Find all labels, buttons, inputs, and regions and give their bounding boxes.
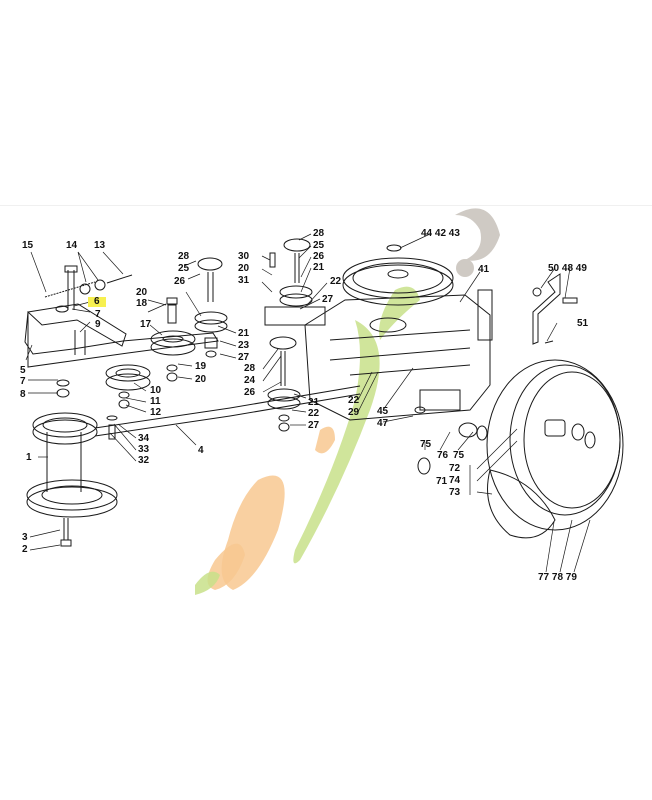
- part-label-20[interactable]: 20: [238, 263, 250, 274]
- part-label-32[interactable]: 32: [138, 455, 150, 466]
- part-label-20[interactable]: 20: [195, 374, 207, 385]
- part-label-22[interactable]: 22: [330, 276, 342, 287]
- part-label-14[interactable]: 14: [66, 240, 78, 251]
- part-label-27[interactable]: 27: [322, 294, 334, 305]
- part-label-26[interactable]: 26: [313, 251, 325, 262]
- main-pulley: [26, 412, 118, 547]
- part-label-72[interactable]: 72: [449, 463, 461, 474]
- part-label-47[interactable]: 47: [377, 418, 389, 429]
- part-label-25[interactable]: 25: [313, 240, 325, 251]
- idler-bracket: [24, 265, 219, 398]
- part-label-15[interactable]: 15: [22, 240, 34, 251]
- part-label-22[interactable]: 22: [348, 395, 360, 406]
- part-label-24[interactable]: 24: [244, 375, 256, 386]
- part-label-20[interactable]: 20: [136, 287, 148, 298]
- part-label-11[interactable]: 11: [150, 396, 161, 407]
- part-label-71[interactable]: 71: [436, 476, 448, 487]
- part-label-10[interactable]: 10: [150, 385, 162, 396]
- idler-pulley-10: [105, 364, 151, 409]
- part-label-21[interactable]: 21: [313, 262, 325, 273]
- part-label-7[interactable]: 7: [20, 376, 26, 387]
- part-label-19[interactable]: 19: [195, 361, 207, 372]
- part-label-23[interactable]: 23: [238, 340, 250, 351]
- part-label-6-highlighted[interactable]: 6: [88, 297, 106, 307]
- part-label-21[interactable]: 21: [308, 397, 320, 408]
- rear-wheel: [417, 359, 624, 539]
- part-label-3[interactable]: 3: [22, 532, 28, 543]
- wheel-bracket: [532, 273, 578, 345]
- idler-pulley-21-lower: [267, 336, 301, 432]
- part-label-26[interactable]: 26: [244, 387, 256, 398]
- part-label-51[interactable]: 51: [577, 318, 589, 329]
- part-label-27[interactable]: 27: [308, 420, 320, 431]
- part-label-21[interactable]: 21: [238, 328, 250, 339]
- part-label-7[interactable]: 7: [95, 309, 101, 320]
- part-label-17[interactable]: 17: [140, 319, 152, 330]
- part-label-9[interactable]: 9: [95, 319, 101, 330]
- part-label-34[interactable]: 34: [138, 433, 150, 444]
- part-label-45[interactable]: 45: [377, 406, 389, 417]
- part-label-76[interactable]: 76: [437, 450, 449, 461]
- part-label-50-48-49[interactable]: 50 48 49: [548, 263, 587, 274]
- part-label-29[interactable]: 29: [348, 407, 360, 418]
- part-label-74[interactable]: 74: [449, 475, 461, 486]
- part-label-44-42-43[interactable]: 44 42 43: [421, 228, 460, 239]
- part-label-75[interactable]: 75: [420, 439, 432, 450]
- part-label-73[interactable]: 73: [449, 487, 461, 498]
- belt-guide-32: [106, 415, 118, 440]
- part-label-33[interactable]: 33: [138, 444, 150, 455]
- part-label-77-78-79[interactable]: 77 78 79: [538, 572, 577, 583]
- part-label-4[interactable]: 4: [198, 445, 204, 456]
- idler-pulley-21-upper: [194, 257, 228, 358]
- idler-pulley-17: [150, 297, 196, 382]
- leader-lines: [25, 233, 591, 573]
- transaxle: [304, 244, 493, 421]
- idler-pulley-21-center: [264, 238, 326, 326]
- part-label-41[interactable]: 41: [478, 264, 490, 275]
- part-label-27[interactable]: 27: [238, 352, 250, 363]
- part-label-25[interactable]: 25: [178, 263, 190, 274]
- part-label-28[interactable]: 28: [313, 228, 325, 239]
- part-label-26[interactable]: 26: [174, 276, 186, 287]
- part-label-8[interactable]: 8: [20, 389, 26, 400]
- part-label-30[interactable]: 30: [238, 251, 250, 262]
- part-label-13[interactable]: 13: [94, 240, 106, 251]
- part-label-28[interactable]: 28: [244, 363, 256, 374]
- part-label-75[interactable]: 75: [453, 450, 465, 461]
- part-label-18[interactable]: 18: [136, 298, 148, 309]
- part-label-28[interactable]: 28: [178, 251, 190, 262]
- part-label-22[interactable]: 22: [308, 408, 320, 419]
- part-label-2[interactable]: 2: [22, 544, 28, 555]
- part-label-5[interactable]: 5: [20, 365, 26, 376]
- part-label-1[interactable]: 1: [26, 452, 32, 463]
- watermark-shapes: [195, 208, 500, 595]
- part-label-12[interactable]: 12: [150, 407, 162, 418]
- part-label-31[interactable]: 31: [238, 275, 250, 286]
- drive-belt: [94, 385, 361, 437]
